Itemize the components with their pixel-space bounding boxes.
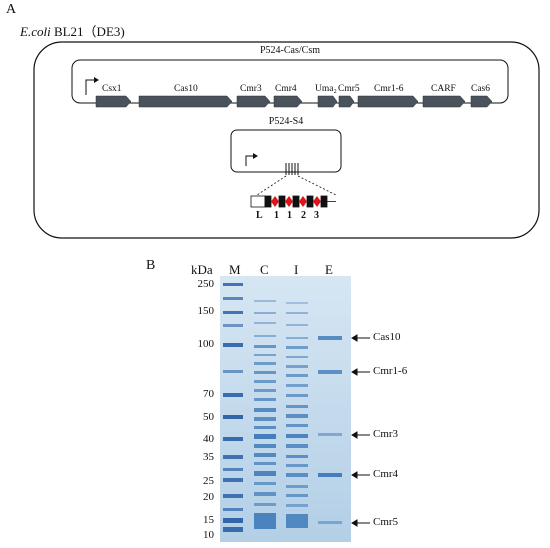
plasmid2-promoter-icon <box>245 155 255 166</box>
panel-b-label: B <box>146 258 156 273</box>
mw-70: 70 <box>203 388 214 400</box>
band-label-cmr4: Cmr4 <box>373 468 399 480</box>
array-label-1a: 1 <box>274 210 279 221</box>
gene-uma2-icon <box>317 95 338 108</box>
band-label-cmr16: Cmr1-6 <box>373 365 408 377</box>
array-label-2: 2 <box>301 210 306 221</box>
unit-label: kDa <box>191 262 213 277</box>
lane-label-e: E <box>325 262 333 277</box>
gel-background <box>220 276 351 542</box>
mw-250: 250 <box>197 278 215 290</box>
mw-25: 25 <box>203 475 214 487</box>
gene-cas6-icon <box>470 95 493 108</box>
mw-10: 10 <box>203 529 214 541</box>
gene-label-cmr3: Cmr3 <box>240 84 262 94</box>
gene-cmr3-icon <box>236 95 271 108</box>
mw-100: 100 <box>197 338 215 350</box>
lane-m <box>223 283 243 532</box>
lane-label-c: C <box>260 262 269 277</box>
strain-name: BL21（DE3) <box>50 24 125 39</box>
crispr-array-icon <box>285 163 299 175</box>
lane-label-i: I <box>294 262 299 277</box>
mw-20: 20 <box>203 491 214 503</box>
mw-35: 35 <box>203 451 214 463</box>
band-cmr16 <box>318 370 342 374</box>
gene-carf-icon <box>422 95 466 108</box>
expanded-array <box>250 195 336 208</box>
plasmid1-promoter-icon <box>85 79 96 95</box>
gene-label-cas6: Cas6 <box>471 84 490 94</box>
spacer-icons <box>271 196 321 207</box>
gene-cas10-icon <box>138 95 233 108</box>
gene-cmr5-icon <box>338 95 355 108</box>
plasmid1-name: P524-Cas/Csm <box>259 45 320 56</box>
band-arrows <box>351 334 370 527</box>
array-label-leader: L <box>256 210 263 221</box>
mw-150: 150 <box>197 305 215 317</box>
lane-e <box>318 336 342 524</box>
array-label-1b: 1 <box>287 210 292 221</box>
plasmid2-name: P524-S4 <box>268 116 304 127</box>
mw-15: 15 <box>203 514 214 526</box>
band-label-cmr3: Cmr3 <box>373 428 399 440</box>
gene-csx1-icon <box>95 95 132 108</box>
gene-label-cas10: Cas10 <box>174 84 198 94</box>
gene-label-csx1: Csx1 <box>102 84 122 94</box>
lane-i <box>286 302 308 528</box>
gene-label-uma2: Uma₂ <box>315 84 337 94</box>
gene-label-cmr4: Cmr4 <box>275 84 297 94</box>
lane-label-m: M <box>229 262 241 277</box>
array-label-3: 3 <box>314 210 319 221</box>
lane-c <box>254 300 276 529</box>
band-cas10 <box>318 336 342 340</box>
gene-label-cmr16: Cmr1-6 <box>374 84 404 94</box>
strain-label: E.coli BL21（DE3) <box>20 21 125 40</box>
gene-label-cmr5: Cmr5 <box>338 84 360 94</box>
band-label-cmr5: Cmr5 <box>373 516 399 528</box>
band-cmr5 <box>318 521 342 524</box>
gene-label-carf: CARF <box>431 84 456 94</box>
strain-species: E.coli <box>20 24 51 39</box>
mw-50: 50 <box>203 411 214 423</box>
band-cmr3 <box>318 433 342 436</box>
cell-box <box>33 41 540 239</box>
band-cmr4 <box>318 473 342 477</box>
leader-box <box>250 195 266 208</box>
band-label-cas10: Cas10 <box>373 331 401 343</box>
gene-cmr16-icon <box>357 95 419 108</box>
panel-a-label: A <box>6 2 17 17</box>
mw-40: 40 <box>203 433 214 445</box>
gene-cmr4-icon <box>273 95 303 108</box>
